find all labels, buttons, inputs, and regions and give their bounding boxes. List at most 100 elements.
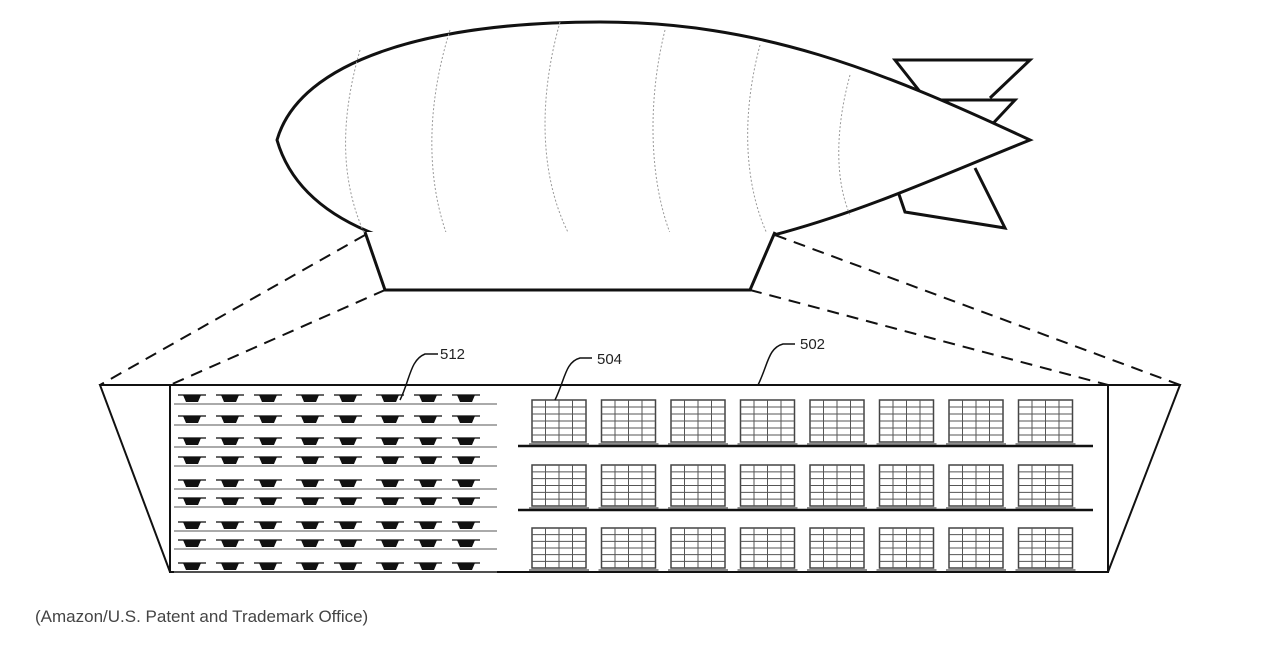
inventory-rack-icon: [598, 399, 659, 445]
drone-icon: [254, 479, 282, 487]
drone-icon: [216, 562, 244, 570]
drone-icon: [296, 415, 324, 423]
drone-icon: [216, 415, 244, 423]
drone-icon: [254, 437, 282, 445]
drone-icon: [376, 437, 404, 445]
drone-icon: [452, 562, 480, 570]
drone-icon: [334, 479, 362, 487]
inventory-rack-icon: [1015, 527, 1076, 571]
drone-icon: [254, 394, 282, 402]
drone-icon: [334, 497, 362, 505]
drone-icon: [452, 497, 480, 505]
drone-icon: [296, 521, 324, 529]
drone-icon: [296, 479, 324, 487]
drone-icon: [296, 437, 324, 445]
drone-icon: [334, 415, 362, 423]
drone-icon: [254, 497, 282, 505]
inventory-rack-icon: [946, 399, 1006, 445]
inventory-rack-icon: [876, 464, 937, 509]
inventory-rack-icon: [737, 399, 798, 445]
drone-icon: [452, 415, 480, 423]
drone-icon: [178, 437, 206, 445]
label-504: 504: [597, 351, 622, 368]
image-caption: (Amazon/U.S. Patent and Trademark Office…: [35, 607, 369, 626]
drone-icon: [376, 562, 404, 570]
inventory-rack-icon: [946, 527, 1006, 571]
drone-icon: [216, 497, 244, 505]
drone-icon: [216, 521, 244, 529]
inventory-rack-icon: [737, 527, 798, 571]
drone-icon: [178, 497, 206, 505]
gondola: [363, 231, 777, 292]
drone-icon: [178, 394, 206, 402]
inventory-rack-icon: [668, 464, 728, 509]
inventory-rack-icon: [1015, 399, 1076, 445]
drone-icon: [376, 497, 404, 505]
drone-icon: [376, 539, 404, 547]
drone-icon: [334, 539, 362, 547]
drone-icon: [334, 562, 362, 570]
drone-icon: [334, 394, 362, 402]
drone-icon: [376, 521, 404, 529]
inventory-rack-icon: [529, 464, 589, 509]
drone-icon: [216, 479, 244, 487]
drone-icon: [178, 521, 206, 529]
drone-icon: [254, 521, 282, 529]
inventory-racks: [518, 399, 1093, 571]
inventory-rack-icon: [529, 527, 589, 571]
drone-icon: [376, 479, 404, 487]
drone-icon: [334, 437, 362, 445]
drone-icon: [254, 562, 282, 570]
drone-icon: [178, 456, 206, 464]
drone-icon: [414, 497, 442, 505]
inventory-rack-icon: [876, 527, 937, 571]
inventory-rack-icon: [529, 399, 589, 445]
drone-icon: [296, 539, 324, 547]
drone-icon: [296, 562, 324, 570]
drone-icon: [334, 521, 362, 529]
drone-icon: [414, 562, 442, 570]
fin-top: [891, 58, 1034, 100]
inventory-rack-icon: [598, 527, 659, 571]
drone-icon: [452, 539, 480, 547]
drone-icon: [452, 456, 480, 464]
drone-icon: [178, 562, 206, 570]
drone-icon: [296, 456, 324, 464]
inventory-rack-icon: [737, 464, 798, 509]
drone-storage: [174, 394, 497, 573]
drone-icon: [178, 479, 206, 487]
inventory-rack-icon: [807, 399, 867, 445]
drone-icon: [376, 456, 404, 464]
drone-icon: [414, 437, 442, 445]
reference-labels: [399, 343, 795, 401]
drone-icon: [414, 479, 442, 487]
drone-icon: [178, 415, 206, 423]
drone-icon: [254, 456, 282, 464]
inventory-rack-icon: [807, 527, 867, 571]
label-512: 512: [440, 346, 465, 363]
drone-icon: [452, 394, 480, 402]
drone-icon: [296, 497, 324, 505]
inventory-rack-icon: [668, 399, 728, 445]
drone-icon: [414, 456, 442, 464]
projection-lines: [99, 234, 1181, 386]
inventory-rack-icon: [598, 464, 659, 509]
drone-icon: [254, 539, 282, 547]
airship: [275, 20, 1034, 292]
inventory-rack-icon: [1015, 464, 1076, 509]
inventory-rack-icon: [668, 527, 728, 571]
inventory-rack-icon: [876, 399, 937, 445]
drone-icon: [216, 456, 244, 464]
drone-icon: [216, 539, 244, 547]
drone-icon: [452, 479, 480, 487]
drone-icon: [178, 539, 206, 547]
drone-icon: [334, 456, 362, 464]
inventory-rack-icon: [807, 464, 867, 509]
drone-icon: [376, 415, 404, 423]
warehouse-502: [98, 384, 1182, 573]
drone-icon: [414, 394, 442, 402]
drone-icon: [414, 539, 442, 547]
drone-icon: [216, 437, 244, 445]
drone-icon: [452, 521, 480, 529]
patent-drawing-airship-warehouse: 512 504 502: [98, 20, 1182, 573]
